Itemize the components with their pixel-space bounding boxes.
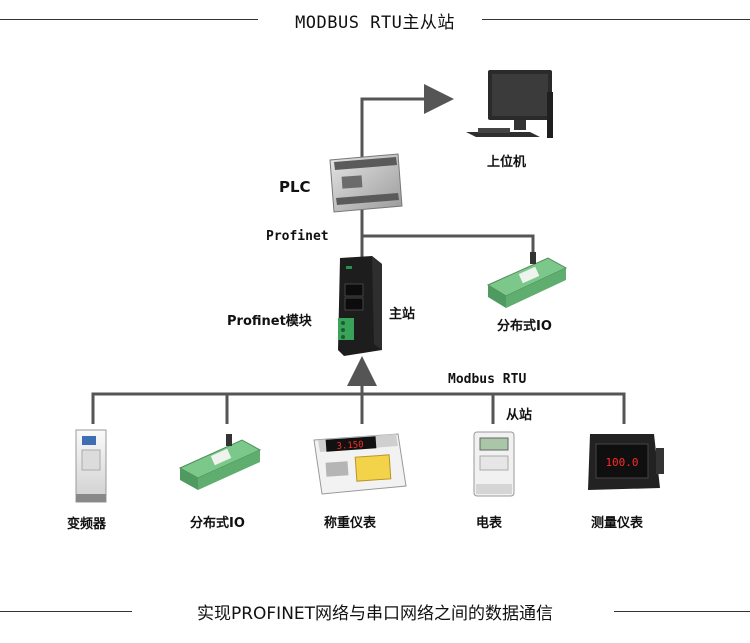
vfd-label: 变频器 (67, 517, 107, 532)
terminal-block-icon (178, 434, 262, 490)
modbus-label: Modbus RTU (448, 372, 527, 387)
panel-label: 测量仪表 (591, 516, 644, 531)
plc-label: PLC (279, 178, 311, 196)
header-rule-right (482, 19, 750, 20)
host-label: 上位机 (487, 155, 527, 170)
module-label: Profinet模块 (227, 314, 312, 329)
dio-top-label: 分布式IO (497, 319, 552, 334)
header-rule-left (0, 19, 258, 20)
page-title: MODBUS RTU主从站 (0, 8, 750, 33)
gateway-module-icon (338, 256, 382, 356)
plc-to-host-connector (360, 84, 454, 160)
scale-label: 称重仪表 (324, 516, 377, 531)
slave-label: 从站 (506, 408, 533, 423)
footer-rule-left (0, 611, 132, 612)
plc-controller-icon (329, 153, 403, 213)
modbus-bus-line (91, 392, 626, 424)
scale-readout: 3.150 (336, 440, 364, 452)
panel-meter-icon: 100.0 (588, 434, 664, 490)
panel-readout: 100.0 (605, 456, 638, 469)
desktop-computer-icon (466, 70, 553, 138)
weighing-indicator-icon: 3.150 (313, 433, 407, 495)
profinet-label: Profinet (266, 229, 329, 244)
meter-label: 电表 (476, 516, 503, 531)
terminal-block-icon (486, 252, 568, 308)
footer-rule-right (614, 611, 750, 612)
dio-bottom-label: 分布式IO (190, 516, 245, 531)
dio-top-connector (362, 234, 535, 258)
inverter-icon (75, 429, 107, 503)
footer-caption: 实现PROFINET网络与串口网络之间的数据通信 (0, 599, 750, 624)
energy-meter-icon (473, 431, 515, 497)
master-label: 主站 (389, 307, 416, 322)
